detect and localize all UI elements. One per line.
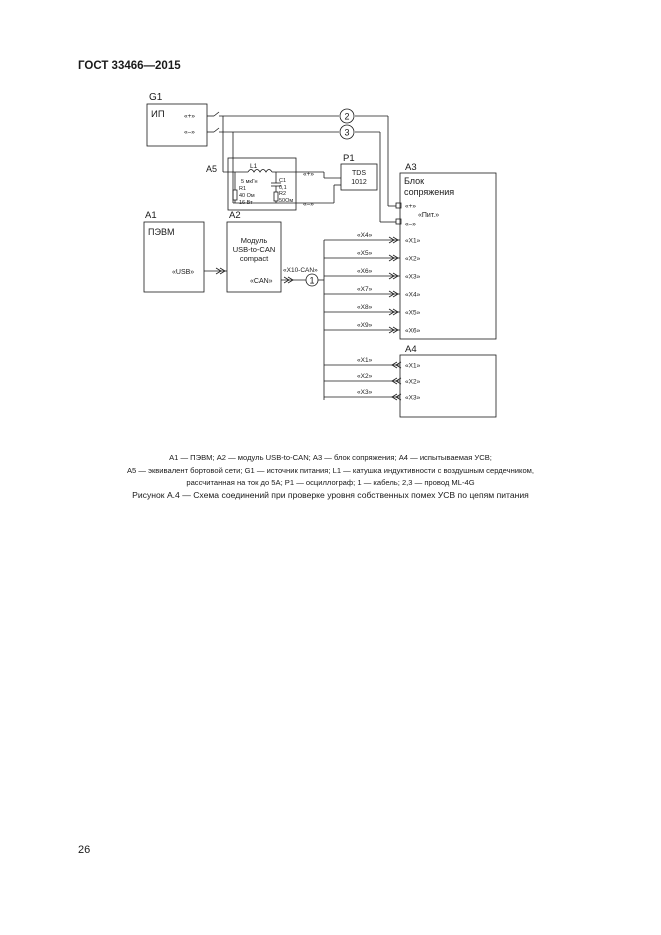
marker-3-label: 3 — [344, 128, 349, 138]
a3-plus-terminal — [395, 202, 402, 209]
p1-block — [340, 163, 378, 191]
p1-ref: P1 — [343, 153, 355, 164]
connector-arrow-a4-3 — [391, 393, 402, 401]
a3-port-1: «X1» — [405, 238, 421, 245]
wire-label-a4-2: «X2» — [357, 373, 373, 380]
connector-arrow-a3-3 — [388, 272, 399, 280]
caption-line-3: рассчитанная на ток до 5А; Р1 — осциллог… — [186, 478, 475, 487]
a1-ref: A1 — [145, 210, 157, 221]
connector-arrow-a3-5 — [388, 308, 399, 316]
a3-ref: A3 — [405, 162, 417, 173]
r2-value: 50Ом — [279, 198, 293, 204]
l1-coil — [247, 169, 273, 173]
a4-port-2: «X2» — [405, 379, 421, 386]
a2-line1: Модуль — [241, 236, 268, 245]
marker-3 — [339, 124, 355, 140]
a1-usb: «USB» — [172, 269, 194, 276]
r1-resistor — [232, 189, 238, 201]
connector-arrow-a4-2 — [391, 377, 402, 385]
can-link-arrow — [283, 276, 294, 284]
a4-block — [399, 354, 497, 418]
a3-block — [399, 172, 497, 340]
r1-power: 16 Вт — [239, 200, 253, 206]
a1-name: ПЭВМ — [148, 227, 174, 237]
r1-value: 40 Ом — [239, 193, 255, 199]
p1-line2: 1012 — [351, 179, 367, 186]
a2-x10: «X10-CAN» — [283, 267, 318, 274]
g1-name: ИП — [151, 109, 165, 120]
p1-minus: «–» — [303, 201, 314, 208]
a4-port-1: «X1» — [405, 363, 421, 370]
a3-port-5: «X5» — [405, 310, 421, 317]
g1-minus: «–» — [184, 129, 195, 136]
connector-arrow-a3-1 — [388, 236, 399, 244]
a5-ref: A5 — [206, 164, 217, 174]
a2-ref: A2 — [229, 210, 241, 221]
p1-plus: «+» — [303, 171, 314, 178]
a3-line1: Блок — [404, 176, 424, 186]
marker-1-label: 1 — [309, 276, 314, 286]
caption-line-2: А5 — эквивалент бортовой сети; G1 — исто… — [126, 466, 535, 475]
a3-port-4: «X4» — [405, 292, 421, 299]
connector-arrow-a3-2 — [388, 254, 399, 262]
figure-title: Рисунок А.4 — Схема соединений при прове… — [132, 490, 529, 500]
connector-arrow-a4-1 — [391, 361, 402, 369]
a4-port-3: «X3» — [405, 395, 421, 402]
wire-label-a4-3: «X3» — [357, 389, 373, 396]
l1-value: 5 мкГн — [241, 179, 257, 185]
r2-resistor — [273, 191, 279, 202]
page-number: 26 — [78, 844, 91, 856]
c1-ref: C1 — [279, 178, 286, 184]
standard-header: ГОСТ 33466—2015 — [78, 60, 181, 72]
r2-ref: R2 — [279, 191, 286, 197]
a5-block — [227, 157, 297, 211]
connector-arrow-a3-4 — [388, 290, 399, 298]
marker-2 — [339, 108, 355, 124]
a2-line3: compact — [240, 254, 269, 263]
a3-minus-terminal — [395, 218, 402, 225]
caption-line-1: А1 — ПЭВМ; А2 — модуль USB-to-CAN; А3 — … — [169, 453, 492, 462]
wire-label-a4-1: «X1» — [357, 357, 373, 364]
a1-block — [143, 221, 205, 293]
g1-block — [146, 103, 208, 147]
a3-port-2: «X2» — [405, 256, 421, 263]
a2-line2: USB-to-CAN — [233, 245, 276, 254]
wire-label-a3-6: «X9» — [357, 322, 373, 329]
a3-pit: «Пит.» — [418, 212, 439, 219]
a3-plus: «+» — [405, 203, 416, 210]
wire-label-a3-4: «X7» — [357, 286, 373, 293]
a4-ref: A4 — [405, 344, 417, 355]
wire-label-a3-1: «X4» — [357, 232, 373, 239]
r1-ref: R1 — [239, 186, 246, 192]
p1-line1: TDS — [352, 170, 366, 177]
wire-label-a3-3: «X6» — [357, 268, 373, 275]
a3-minus: «–» — [405, 221, 416, 228]
marker-2-label: 2 — [344, 112, 349, 122]
usb-link-arrow — [215, 267, 226, 275]
connector-arrow-a3-6 — [388, 326, 399, 334]
a3-port-3: «X3» — [405, 274, 421, 281]
l1-ref: L1 — [250, 163, 258, 170]
wire-label-a3-2: «X5» — [357, 250, 373, 257]
g1-plus: «+» — [184, 113, 195, 120]
a3-line2: сопряжения — [404, 187, 454, 197]
c1-value: 0,1 — [279, 185, 287, 191]
a3-port-6: «X6» — [405, 328, 421, 335]
g1-ref: G1 — [149, 92, 163, 103]
a2-block — [226, 221, 282, 293]
marker-1 — [305, 273, 319, 287]
a2-can: «CAN» — [250, 278, 273, 285]
wire-label-a3-5: «X8» — [357, 304, 373, 311]
